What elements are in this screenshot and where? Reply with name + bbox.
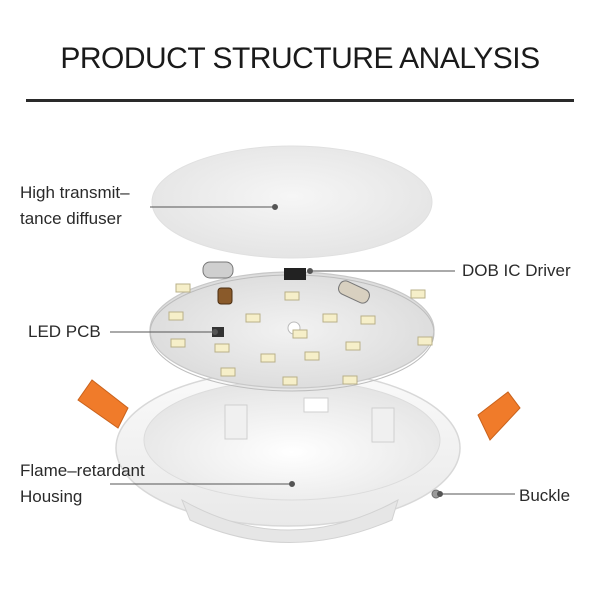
led-chip xyxy=(360,315,376,325)
leader-housing-dot xyxy=(289,481,295,487)
diffuser xyxy=(151,145,433,259)
capacitor-left xyxy=(202,261,234,279)
led-chip xyxy=(322,313,338,323)
label-housing-line1: Flame–retardant xyxy=(20,461,145,480)
led-chip xyxy=(292,329,308,339)
led-chip xyxy=(220,367,236,377)
label-diffuser: High transmit– tance diffuser xyxy=(20,180,130,232)
spring-clip-right xyxy=(477,391,521,441)
leader-driver-dot xyxy=(307,268,313,274)
resistor-right xyxy=(338,280,370,304)
led-chips xyxy=(168,283,433,386)
led-chip xyxy=(342,375,358,385)
leader-pcb-dot xyxy=(212,329,218,335)
housing-latch-left xyxy=(224,404,248,440)
housing xyxy=(77,369,521,543)
housing-body xyxy=(181,498,399,543)
leader-diffuser-dot xyxy=(272,204,278,210)
led-chip xyxy=(410,289,426,299)
leader-lines xyxy=(110,204,515,497)
led-chip xyxy=(245,313,261,323)
led-pcb xyxy=(149,261,435,392)
label-diffuser-line2: tance diffuser xyxy=(20,209,122,228)
led-chip xyxy=(170,338,186,348)
inductor-coil xyxy=(217,287,233,305)
page-title: PRODUCT STRUCTURE ANALYSIS xyxy=(60,42,540,75)
led-chip xyxy=(345,341,361,351)
title-underline xyxy=(26,99,574,102)
leader-buckle-dot xyxy=(437,491,443,497)
led-chip xyxy=(417,336,433,346)
led-chip xyxy=(168,311,184,321)
spring-clip-left xyxy=(77,379,129,429)
led-chip xyxy=(175,283,191,293)
label-pcb: LED PCB xyxy=(28,322,101,341)
housing-slot xyxy=(303,397,329,413)
led-chip xyxy=(304,351,320,361)
label-driver: DOB IC Driver xyxy=(462,261,571,280)
label-housing-line2: Housing xyxy=(20,487,83,506)
label-diffuser-line1: High transmit– xyxy=(20,183,130,202)
label-housing: Flame–retardant Housing xyxy=(20,458,145,510)
label-buckle: Buckle xyxy=(519,486,571,505)
housing-latch-right xyxy=(371,407,395,443)
driver-ic-chip xyxy=(284,268,306,280)
led-chip xyxy=(260,353,276,363)
led-chip xyxy=(282,376,298,386)
led-chip xyxy=(214,343,230,353)
led-chip xyxy=(284,291,300,301)
